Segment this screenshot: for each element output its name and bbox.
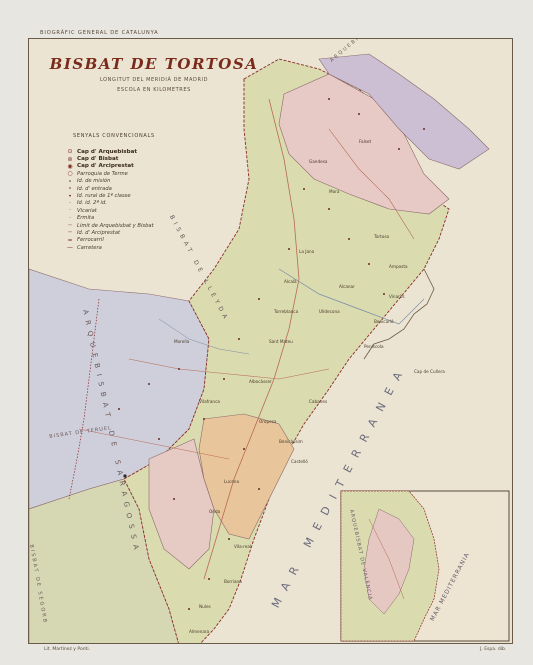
legend-row: · Vicariat — [63, 207, 173, 214]
road-w — [78, 428, 230, 460]
legend-row: ╌ Id. d' Arciprestat — [63, 229, 173, 236]
legend-symbol-icon: ∘ — [68, 185, 72, 193]
legend-row: ⊙ Cap d' Arquebisbat — [63, 148, 173, 155]
place-label: Amposta — [389, 264, 408, 269]
place-label: Alcalà — [284, 279, 297, 284]
footer-draughtsman: J. Espa. dib. — [480, 647, 507, 652]
legend-title: SENYALS CONVENCIONALS — [73, 133, 155, 139]
place-label: Torreblanca — [274, 309, 299, 314]
region-south-orange — [198, 413, 295, 540]
place-label: Ulldecona — [319, 309, 340, 314]
legend-row: • Id. rural de 1ª classe — [63, 192, 173, 200]
map-frame: MAR MEDITERRANEA ARQUEBISBAT DE SARAGOSS… — [28, 38, 513, 644]
legend-row: ○ Parroquia de Terme — [63, 170, 173, 177]
legend-symbol-icon: ┄ — [68, 222, 72, 230]
legend-text: Ermita — [77, 215, 95, 222]
legend-text: Vicariat — [77, 207, 97, 214]
map-title: BISBAT DE TORTOSA — [49, 55, 259, 73]
place-label: Peníscola — [364, 344, 384, 349]
place-label: Cap de Cullera — [414, 369, 445, 374]
legend-text: Id. d' Arciprestat — [77, 229, 121, 236]
place-label: Onda — [209, 509, 221, 514]
legend-symbol-icon: ○ — [67, 170, 73, 178]
region-south-pink — [148, 438, 215, 570]
legend-row: ┄ Límit de Arquebisbat y Bisbat — [63, 222, 173, 229]
place-label: Benicàssim — [279, 439, 303, 444]
legend-text: Id. rural de 1ª classe — [77, 193, 131, 200]
legend-row: · Ermita — [63, 215, 173, 222]
legend-symbol-icon: • — [68, 192, 72, 200]
legend-rows: ⊙ Cap d' Arquebisbat ⊚ Cap d' Bisbat ◉ Cap d'… — [63, 148, 173, 251]
legend-symbol-icon: ═ — [68, 236, 72, 244]
place-label: Borriana — [224, 579, 242, 584]
place-label: Castelló — [291, 459, 308, 464]
place-label: Gandesa — [309, 159, 328, 164]
inset-pink — [363, 508, 415, 615]
legend-text: Cap d' Arciprestat — [77, 163, 134, 170]
place-label: Mora — [329, 189, 340, 194]
place-label: Vila-real — [234, 544, 252, 549]
map-subtitle: LONGITUT DEL MERIDIÀ DE MADRID — [99, 77, 209, 83]
legend-symbol-icon: · — [69, 207, 71, 215]
boundary-west — [68, 298, 100, 500]
map-scale-text: ESCOLA EN KILOMETRES — [117, 87, 191, 93]
place-label: Falset — [359, 139, 372, 144]
capital-marker — [123, 474, 127, 478]
coastline — [363, 268, 435, 360]
place-label: Albocàsser — [249, 379, 272, 384]
title-block: BISBAT DE TORTOSA LONGITUT DEL MERIDIÀ D… — [34, 55, 274, 93]
map-svg — [29, 39, 512, 643]
place-label: Cabanes — [309, 399, 328, 404]
place-label: Alcanar — [339, 284, 355, 289]
legend-text: Id. de misión — [77, 178, 111, 185]
legend-text: Id. id. 2ª id. — [77, 200, 107, 207]
legend-symbol-icon: ⊙ — [67, 148, 73, 156]
legend-symbol-icon: · — [69, 199, 71, 207]
place-label: Benicarló — [374, 319, 394, 324]
legend-row: — Carretera — [63, 244, 173, 251]
place-label: Vilafranca — [199, 399, 220, 404]
road-ne — [328, 128, 415, 240]
legend-row: ═ Ferrocarril — [63, 237, 173, 244]
river-guadalope — [158, 318, 250, 355]
legend-row: · Id. id. 2ª id. — [63, 200, 173, 207]
legend-symbol-icon: · — [69, 214, 71, 222]
place-label: Vinaròs — [389, 294, 405, 299]
legend-text: Ferrocarril — [77, 237, 104, 244]
place-label: Tortosa — [374, 234, 390, 239]
river-ebre — [278, 268, 425, 325]
legend-text: Id. d' entrada — [77, 185, 112, 192]
publisher-line: BIOGRÀFIC GENERAL DE CATALUNYA — [40, 30, 159, 36]
legend-text: Cap d' Bisbat — [77, 156, 119, 163]
place-label: Oropesa — [259, 419, 277, 424]
place-label: Morella — [174, 339, 190, 344]
place-label: Sant Mateu — [269, 339, 293, 344]
place-label: La Jana — [299, 249, 315, 254]
legend-symbol-icon: ⊚ — [67, 155, 73, 163]
region-northeast — [318, 53, 490, 170]
legend-text: Parroquia de Terme — [77, 170, 128, 177]
place-label: Almenara — [189, 629, 210, 634]
legend-row: ◉ Cap d' Arciprestat — [63, 163, 173, 170]
road-main — [203, 98, 300, 580]
legend-row: ∘ Id. d' entrada — [63, 185, 173, 192]
inset-road — [368, 518, 405, 600]
legend-row: ∘ Id. de misión — [63, 178, 173, 185]
footer-lithographer: Lit. Martínez y Ponti. — [44, 647, 90, 652]
legend-text: Límit de Arquebisbat y Bisbat — [77, 222, 154, 229]
town-dots — [118, 98, 425, 610]
legend-symbol-icon: — — [67, 244, 73, 252]
legend-symbol-icon: ∘ — [68, 177, 72, 185]
legend-row: ⊚ Cap d' Bisbat — [63, 155, 173, 163]
road-ew — [128, 358, 330, 380]
legend: SENYALS CONVENCIONALS ⊙ Cap d' Arquebisba… — [63, 133, 173, 251]
legend-symbol-icon: ◉ — [67, 162, 73, 170]
legend-symbol-icon: ╌ — [68, 229, 72, 237]
legend-text: Carretera — [77, 244, 102, 251]
legend-text: Cap d' Arquebisbat — [77, 148, 138, 155]
place-label: Nules — [199, 604, 211, 609]
place-label: Lucena — [224, 479, 240, 484]
